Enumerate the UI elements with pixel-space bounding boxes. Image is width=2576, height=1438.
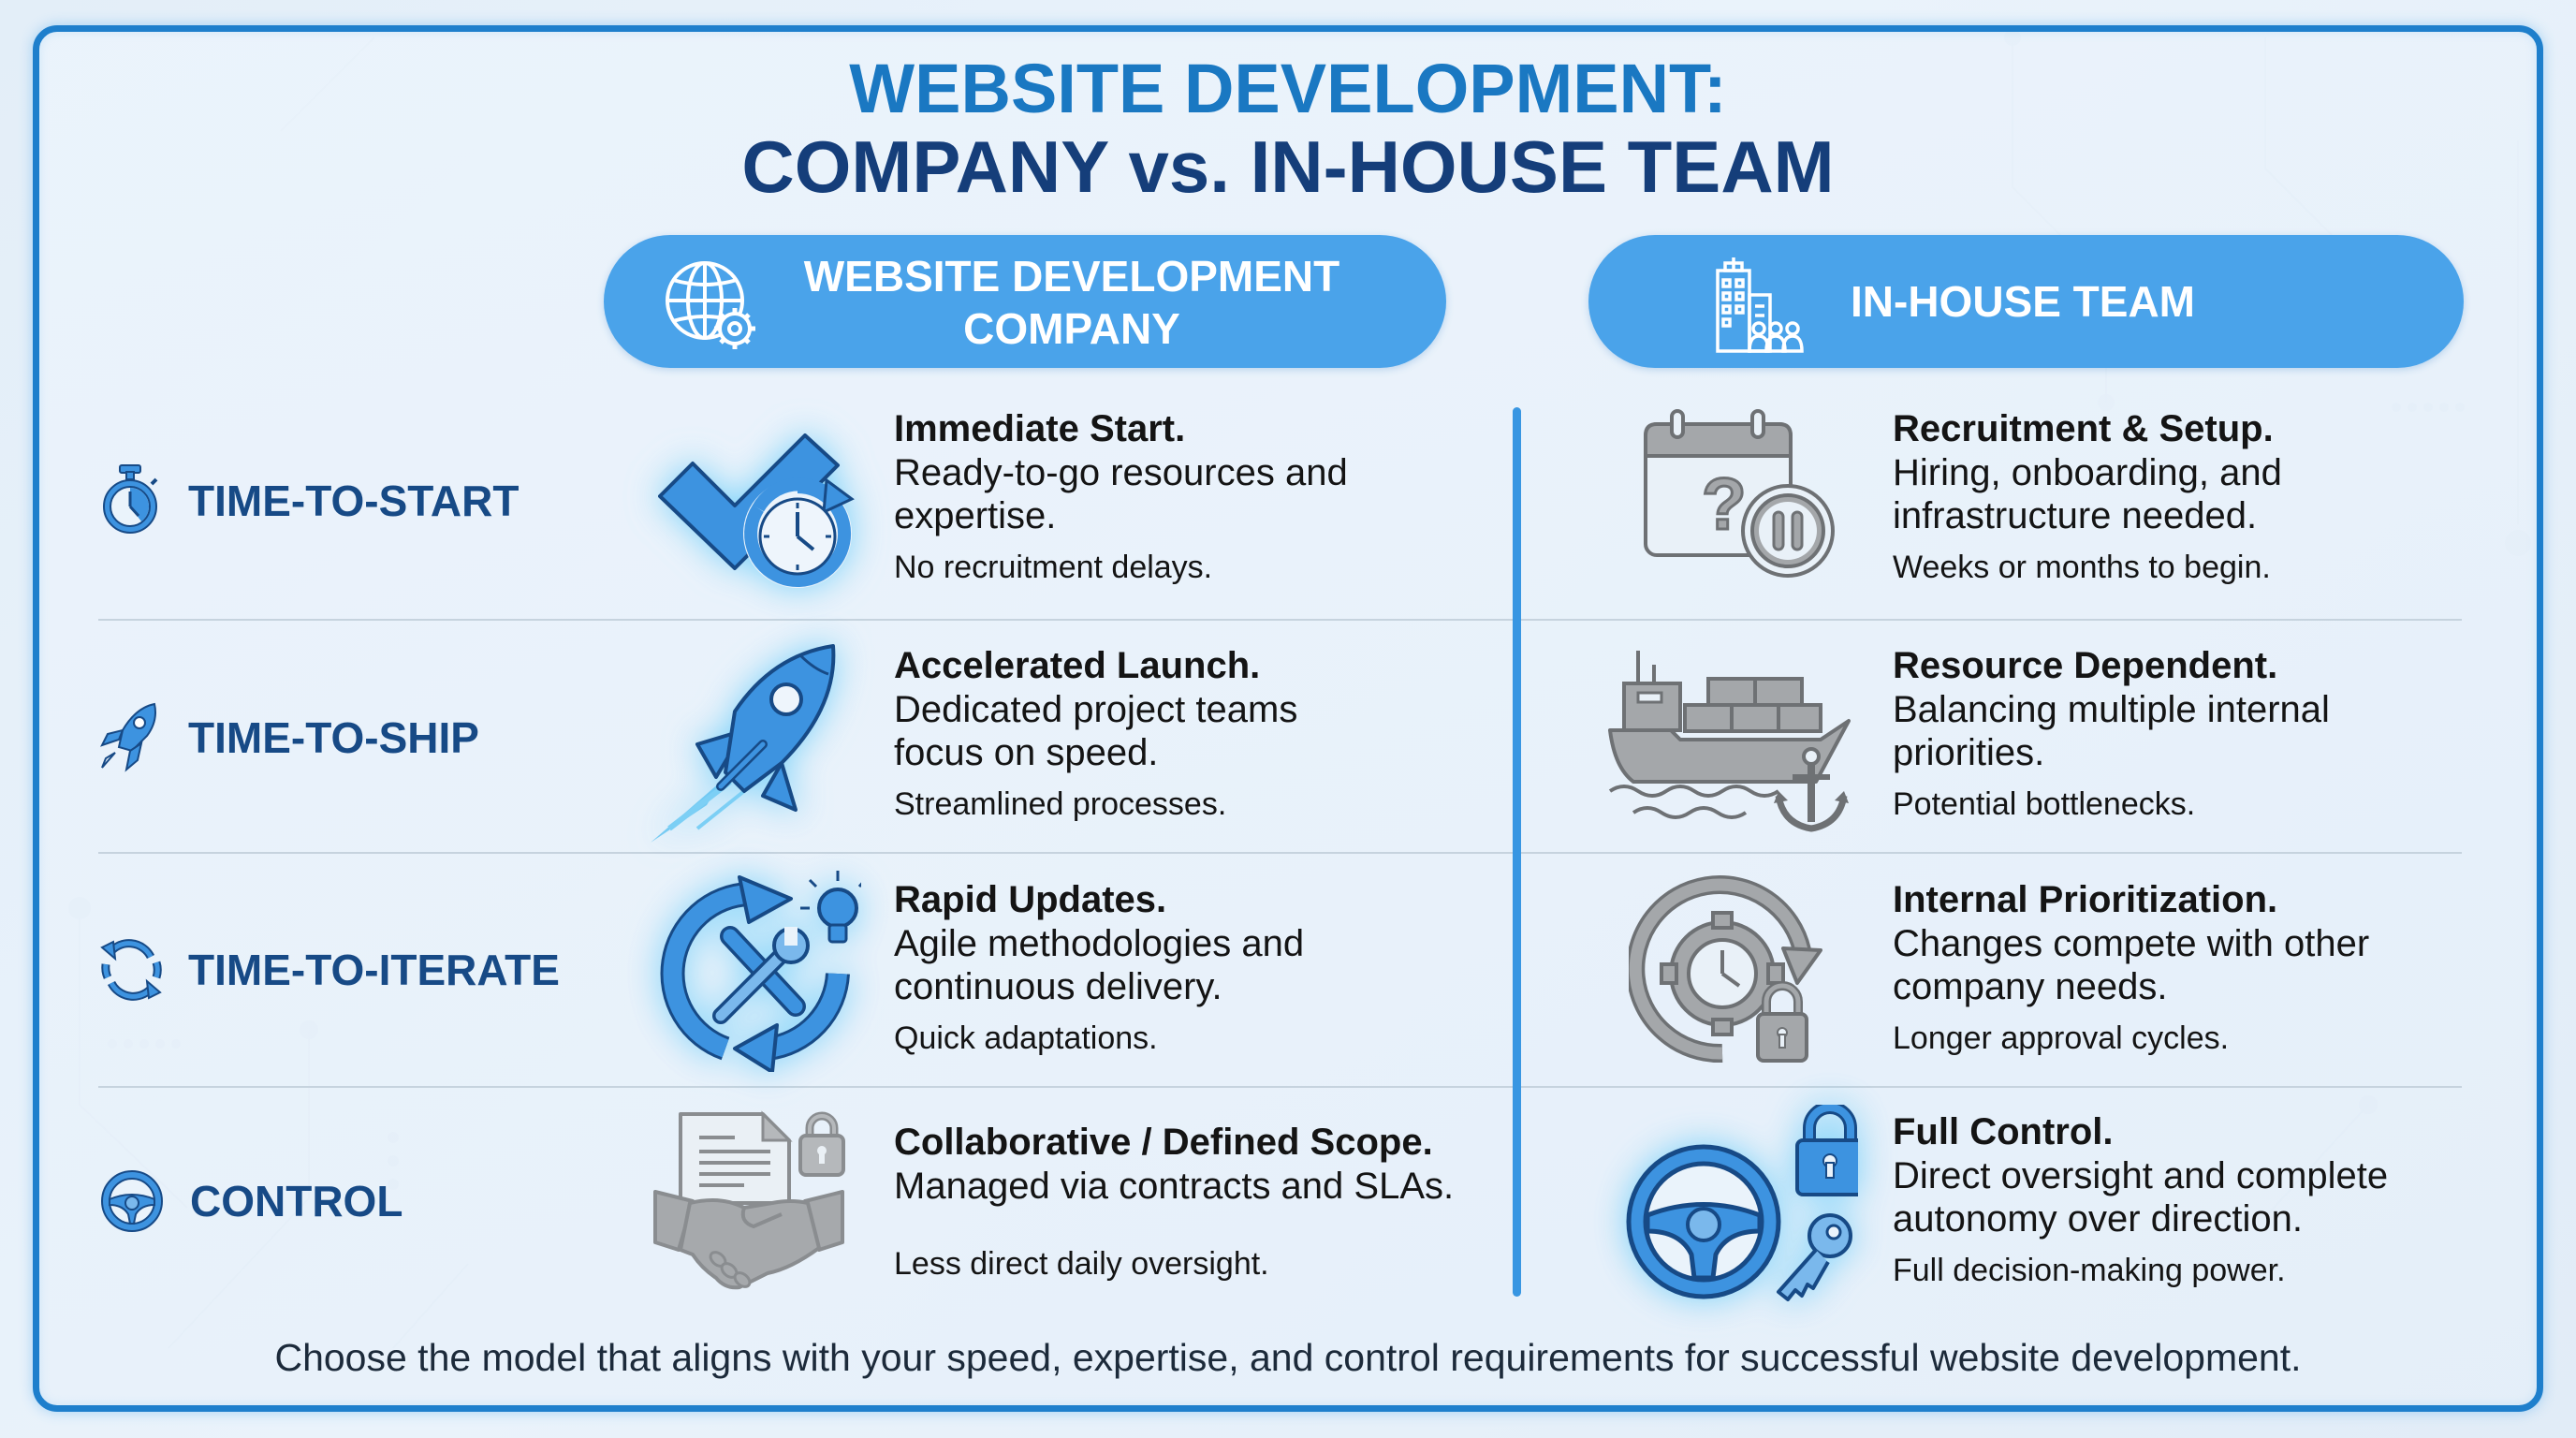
inhouse-cell-control: Full Control. Direct oversight and compl… (1893, 1110, 2388, 1289)
cell-body-line-1: Agile methodologies and (894, 923, 1305, 964)
steering-wheel-icon (101, 1170, 163, 1232)
company-cell-time-to-ship: Accelerated Launch. Dedicated project te… (894, 644, 1297, 823)
company-header-line-1: WEBSITE DEVELOPMENT (803, 252, 1340, 301)
row-label-text: TIME-TO-SHIP (188, 713, 479, 762)
cell-body-line-1: Direct oversight and complete (1893, 1155, 2389, 1196)
building-team-icon (1716, 257, 1804, 353)
cell-heading: Full Control. (1893, 1111, 2114, 1152)
company-cell-control: Collaborative / Defined Scope. Managed v… (894, 1121, 1454, 1283)
cell-heading: Internal Prioritization. (1893, 879, 2278, 920)
cell-body-line-2: expertise. (894, 495, 1057, 536)
row-label-text: TIME-TO-ITERATE (188, 946, 560, 994)
column-header-inhouse: IN-HOUSE TEAM (1588, 235, 2464, 368)
cell-body-line-1: Ready-to-go resources and (894, 452, 1348, 493)
cell-body-line-2: company needs. (1893, 966, 2168, 1007)
steering-wheel-lock-key-icon (1626, 1105, 1858, 1301)
cell-note: Longer approval cycles. (1893, 1020, 2230, 1056)
cell-heading: Accelerated Launch. (894, 645, 1261, 686)
cell-body-line-1: Hiring, onboarding, and (1893, 452, 2282, 493)
globe-gear-icon (666, 261, 755, 349)
cell-body-line-2: focus on speed. (894, 732, 1159, 773)
cell-body-line-2: infrastructure needed. (1893, 495, 2258, 536)
row-label-text: TIME-TO-START (188, 477, 520, 525)
stopwatch-icon (103, 464, 158, 534)
column-divider (1513, 407, 1521, 1297)
cell-heading: Resource Dependent. (1893, 645, 2278, 686)
contract-handshake-lock-icon (653, 1110, 845, 1290)
cargo-ship-anchor-icon (1608, 651, 1851, 832)
column-header-company: WEBSITE DEVELOPMENT COMPANY (604, 235, 1446, 368)
calendar-question-pause-icon: ? (1644, 409, 1835, 578)
row-label-control: CONTROL (98, 1167, 402, 1235)
refresh-cycle-icon (100, 939, 162, 1001)
row-separator-2 (98, 852, 2462, 854)
checkmark-clock-icon (658, 433, 855, 588)
gear-clock-lock-icon (1629, 875, 1822, 1064)
rocket-launch-icon (651, 644, 836, 843)
cell-body-line-1: Dedicated project teams (894, 689, 1298, 730)
title-line-2: COMPANY vs. IN-HOUSE TEAM (741, 125, 1835, 208)
cycle-tools-lightbulb-icon (660, 871, 861, 1072)
cell-heading: Recruitment & Setup. (1893, 408, 2274, 449)
cell-heading: Rapid Updates. (894, 879, 1167, 920)
cell-note: Potential bottlenecks. (1893, 786, 2196, 822)
row-label-time-to-ship: TIME-TO-SHIP (98, 700, 479, 775)
cell-body-line-1: Managed via contracts and SLAs. (894, 1166, 1455, 1207)
row-label-time-to-start: TIME-TO-START (98, 463, 519, 538)
rocket-icon (100, 702, 156, 772)
cell-note: Full decision-making power. (1893, 1253, 2286, 1288)
company-cell-time-to-start: Immediate Start. Ready-to-go resources a… (894, 407, 1348, 586)
footer-summary: Choose the model that aligns with your s… (274, 1336, 2302, 1379)
company-cell-time-to-iterate: Rapid Updates. Agile methodologies and c… (894, 878, 1304, 1057)
inhouse-cell-time-to-iterate: Internal Prioritization. Changes compete… (1893, 878, 2369, 1057)
cell-heading: Immediate Start. (894, 408, 1186, 449)
cell-note: Less direct daily oversight. (894, 1246, 1269, 1282)
company-header-line-2: COMPANY (963, 304, 1180, 353)
cell-body-line-2: priorities. (1893, 732, 2045, 773)
cell-note: Quick adaptations. (894, 1020, 1158, 1056)
row-separator-1 (98, 619, 2462, 621)
cell-body-line-1: Balancing multiple internal (1893, 689, 2330, 730)
cell-note: Weeks or months to begin. (1893, 550, 2271, 585)
cell-note: No recruitment delays. (894, 550, 1213, 585)
inhouse-cell-time-to-start: Recruitment & Setup. Hiring, onboarding,… (1893, 407, 2282, 586)
inhouse-cell-time-to-ship: Resource Dependent. Balancing multiple i… (1893, 644, 2330, 823)
row-label-text: CONTROL (190, 1177, 403, 1225)
cell-body-line-1: Changes compete with other (1893, 923, 2370, 964)
cell-heading: Collaborative / Defined Scope. (894, 1122, 1433, 1163)
row-label-time-to-iterate: TIME-TO-ITERATE (98, 934, 560, 1005)
cell-body-line-2: continuous delivery. (894, 966, 1222, 1007)
cell-note: Streamlined processes. (894, 786, 1227, 822)
inhouse-header-label: IN-HOUSE TEAM (1851, 277, 2195, 326)
row-separator-3 (98, 1086, 2462, 1088)
cell-body-line-2: autonomy over direction. (1893, 1198, 2304, 1240)
title-line-1: WEBSITE DEVELOPMENT: (849, 50, 1727, 127)
svg-text:?: ? (1702, 462, 1747, 545)
